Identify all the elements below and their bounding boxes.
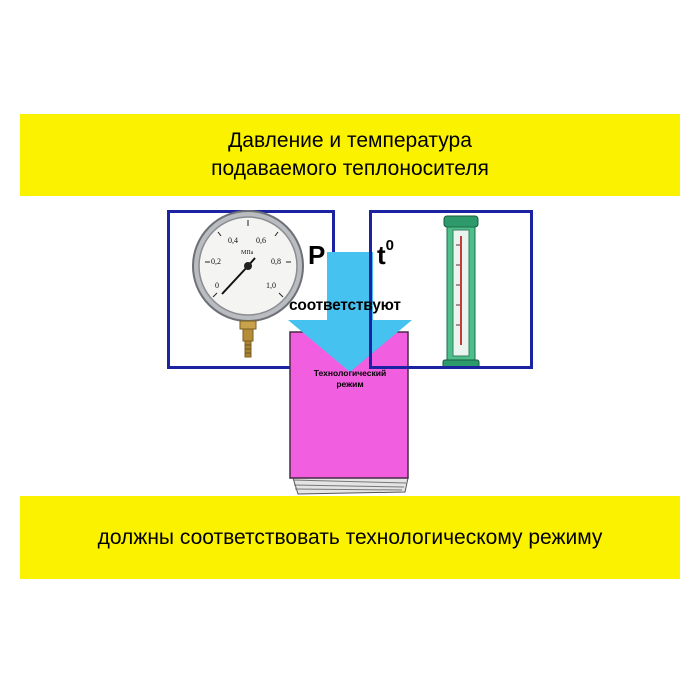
book-title-line-1: Технологический (313, 368, 387, 378)
book-title-line-2: режим (336, 379, 364, 389)
pressure-gauge-frame (167, 210, 335, 369)
conclusion-text: должны соответствовать технологическому … (97, 525, 603, 549)
book-title: Технологический режим (296, 368, 404, 390)
temperature-letter: t (377, 240, 386, 270)
title-line-2: подаваемого теплоносителя (211, 157, 489, 180)
conclusion-banner: должны соответствовать технологическому … (20, 496, 680, 579)
pressure-symbol: P (308, 240, 326, 270)
temperature-symbol: t0 (377, 237, 395, 271)
temperature-degree: 0 (385, 237, 395, 255)
arrow-label: соответствуют (289, 297, 401, 314)
thermometer-frame (369, 210, 533, 369)
title-line-1: Давление и температура (228, 129, 472, 152)
title-banner: Давление и температура подаваемого тепло… (20, 114, 680, 196)
